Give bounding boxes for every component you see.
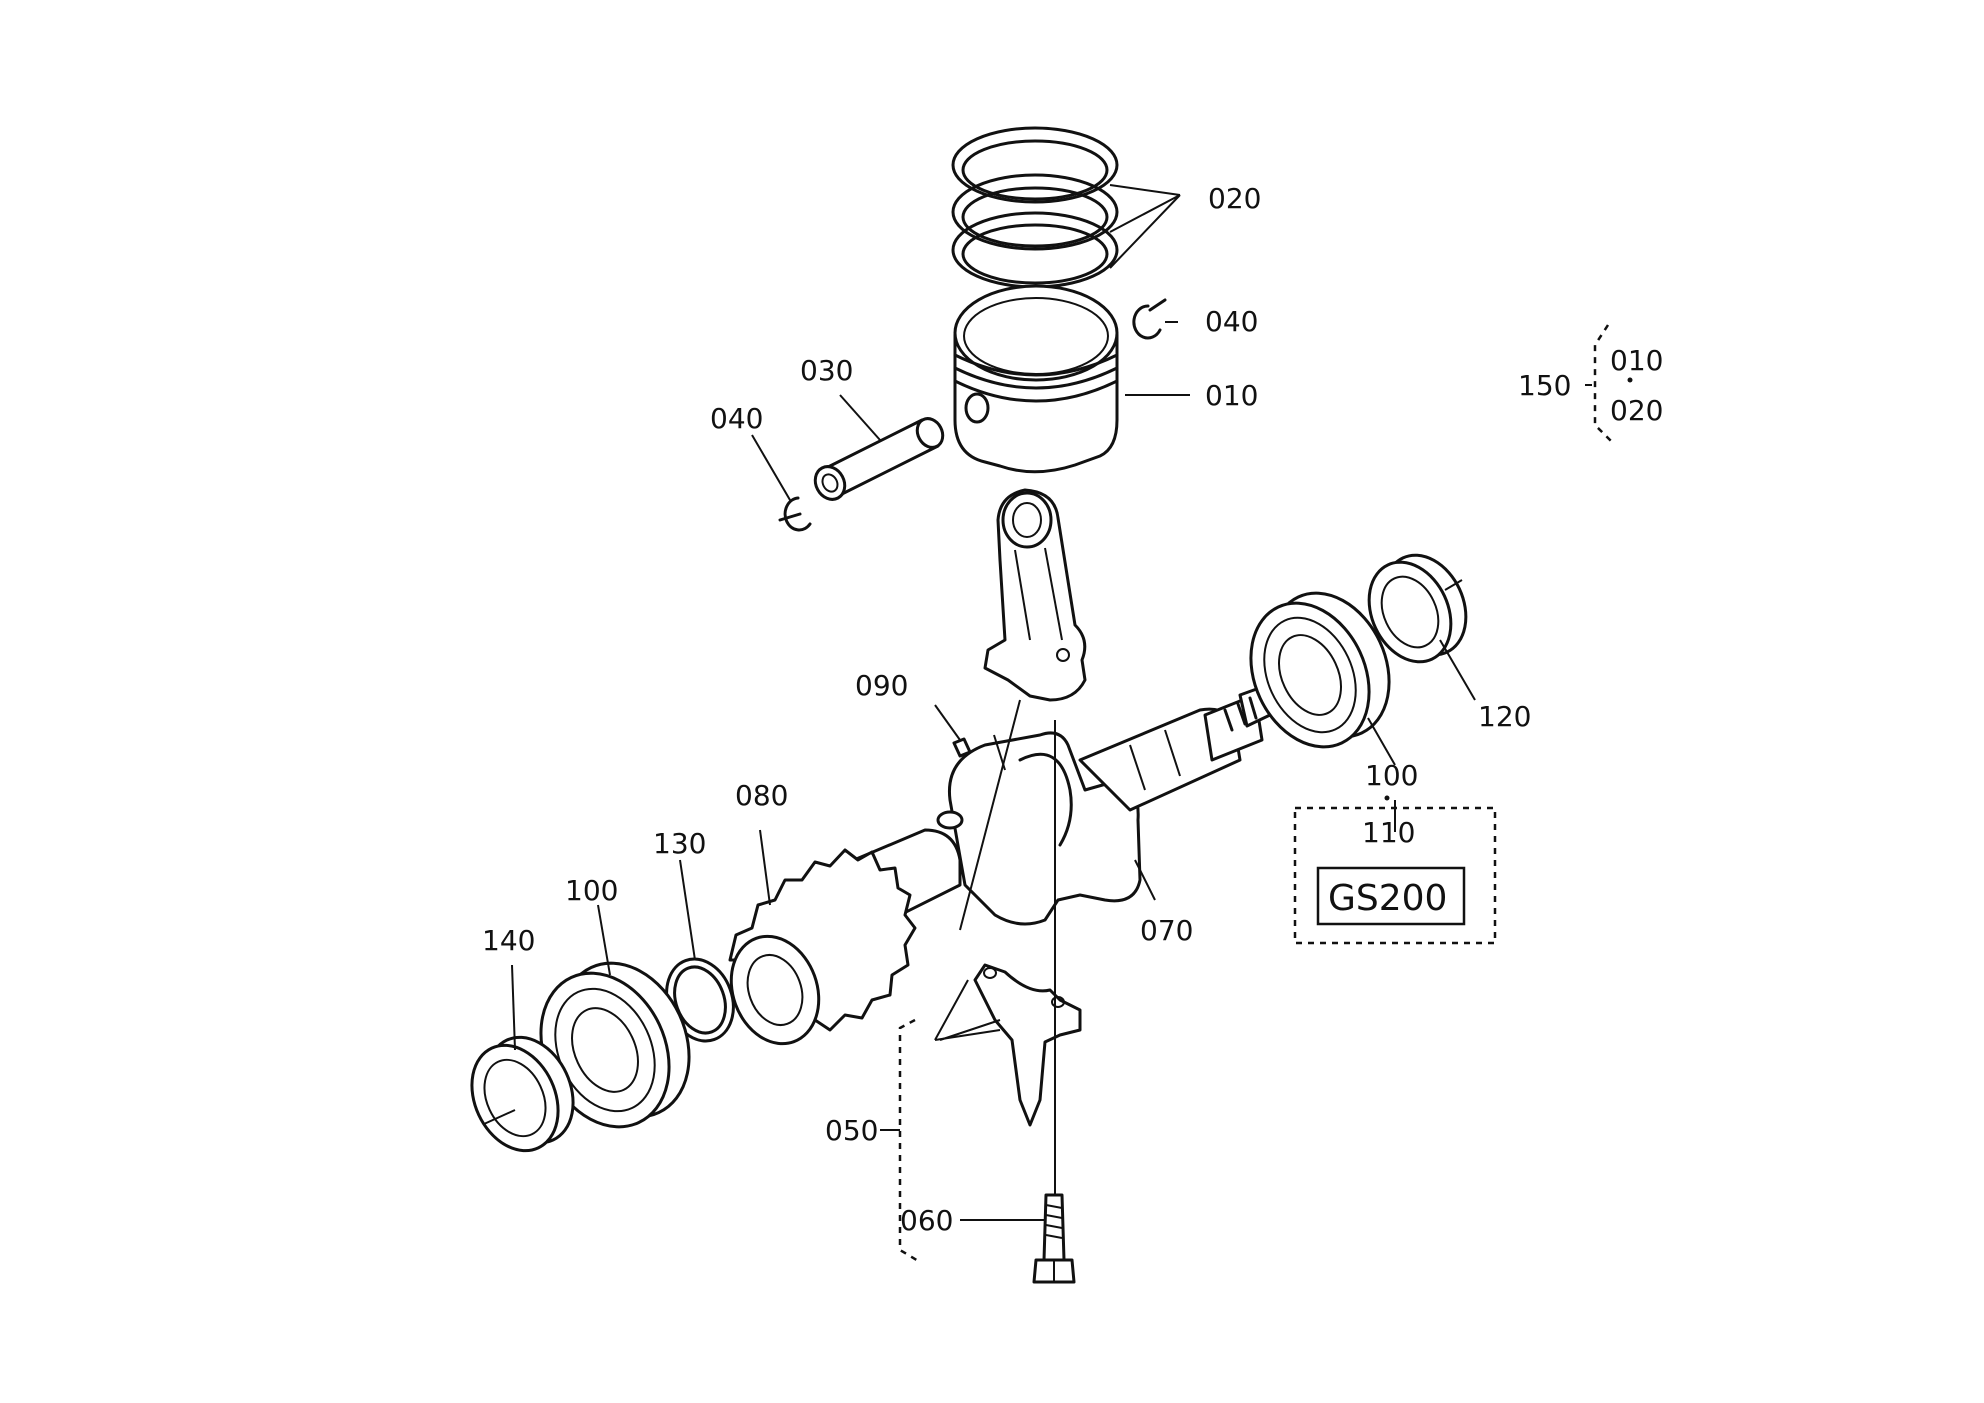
leader-lines bbox=[511, 184, 1592, 1221]
assembly-guide-lines bbox=[939, 699, 1056, 1195]
label-010: 010 bbox=[1205, 379, 1258, 412]
label-100-right: 100 bbox=[1365, 759, 1418, 792]
label-110: 110 bbox=[1362, 816, 1415, 849]
connecting-rod bbox=[983, 488, 1087, 702]
model-box-frame bbox=[1293, 795, 1497, 945]
label-080: 080 bbox=[735, 779, 788, 812]
circlip-040-right bbox=[1132, 298, 1167, 340]
oil-seal-120 bbox=[1367, 553, 1468, 664]
crank-gear-080 bbox=[728, 848, 917, 1046]
label-120: 120 bbox=[1478, 700, 1531, 733]
part-labels: 020 040 010 030 040 090 120 100 110 GS20… bbox=[482, 182, 1663, 1237]
label-150: 150 bbox=[1518, 369, 1571, 402]
label-060: 060 bbox=[900, 1204, 953, 1237]
label-040-left: 040 bbox=[710, 402, 763, 435]
bracket-050-060 bbox=[880, 1018, 921, 1264]
label-070: 070 bbox=[1140, 914, 1193, 947]
piston-pin-030 bbox=[813, 417, 945, 501]
rod-cap-050 bbox=[973, 963, 1082, 1127]
key-090 bbox=[952, 737, 972, 758]
label-090: 090 bbox=[855, 669, 908, 702]
model-label: GS200 bbox=[1328, 878, 1447, 919]
set-label-010: 010 bbox=[1610, 344, 1663, 377]
label-130: 130 bbox=[653, 827, 706, 860]
label-050: 050 bbox=[825, 1114, 878, 1147]
set-label-020: 020 bbox=[1610, 394, 1663, 427]
circlip-040-left bbox=[778, 496, 812, 532]
piston-010 bbox=[953, 284, 1119, 474]
label-020: 020 bbox=[1208, 182, 1261, 215]
bracket-150 bbox=[1593, 324, 1633, 443]
label-030: 030 bbox=[800, 354, 853, 387]
label-040-right: 040 bbox=[1205, 305, 1258, 338]
label-100-left: 100 bbox=[565, 874, 618, 907]
bearing-100-right bbox=[1249, 591, 1391, 749]
bolt-060 bbox=[1032, 1193, 1076, 1284]
label-140: 140 bbox=[482, 924, 535, 957]
piston-rings-020 bbox=[951, 126, 1119, 289]
oil-seal-140 bbox=[470, 1035, 575, 1153]
